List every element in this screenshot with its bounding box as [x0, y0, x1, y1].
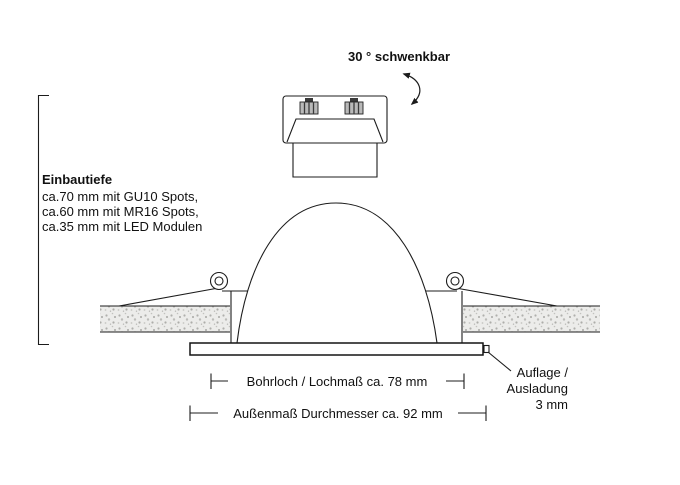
spring-clip-right	[445, 271, 465, 291]
ceiling-cross-section-left	[100, 305, 230, 333]
terminal-left-stripes	[303, 102, 315, 114]
lamp-terminal-left	[299, 98, 319, 115]
depth-note-line-2: ca.60 mm mit MR16 Spots,	[42, 204, 199, 219]
terminal-left-cap	[305, 98, 313, 103]
ledge-callout: Auflage / Ausladung 3 mm	[487, 351, 569, 412]
swivel-label: 30 ° schwenkbar	[348, 49, 450, 64]
spring-clip-left	[209, 271, 229, 291]
hole-dimension-label: Bohrloch / Lochmaß ca. 78 mm	[247, 374, 428, 389]
ledge-leader-line	[487, 351, 512, 372]
lamp-terminal-right	[344, 98, 364, 115]
ceiling-right-edges	[463, 305, 600, 333]
trim-ring	[189, 342, 484, 356]
spring-clip-left-inner	[214, 276, 224, 286]
spring-arm-right	[449, 286, 558, 307]
lamp-neck	[292, 143, 378, 178]
ceiling-cross-section-right	[463, 305, 600, 333]
lamp-reflector-outline	[286, 118, 384, 143]
depth-note: Einbautiefe ca.70 mm mit GU10 Spots, ca.…	[42, 172, 202, 234]
hole-dimension: Bohrloch / Lochmaß ca. 78 mm	[210, 372, 465, 389]
terminal-right-stripes	[348, 102, 360, 114]
ledge-callout-line-1: Auflage /	[517, 365, 569, 380]
swivel-arrow-icon	[402, 72, 421, 106]
ledge-callout-line-2: Ausladung	[507, 381, 568, 396]
outer-dimension-label: Außenmaß Durchmesser ca. 92 mm	[233, 406, 443, 421]
hole-dimension-label-bg	[228, 372, 446, 389]
ceiling-right-band	[463, 306, 600, 332]
mounting-can-walls	[230, 291, 463, 343]
depth-note-line-3: ca.35 mm mit LED Modulen	[42, 219, 202, 234]
outer-diameter-dimension: Außenmaß Durchmesser ca. 92 mm	[189, 404, 487, 421]
spring-arm-left	[118, 286, 225, 307]
outer-dimension-label-bg	[218, 404, 458, 421]
depth-bracket	[37, 94, 49, 346]
terminal-right-cap	[350, 98, 358, 103]
reflector-dome	[236, 202, 438, 344]
depth-note-line-1: ca.70 mm mit GU10 Spots,	[42, 189, 198, 204]
spring-clip-right-inner	[450, 276, 460, 286]
ceiling-left-band	[100, 306, 230, 332]
trim-ledge	[483, 344, 490, 354]
ledge-callout-line-3: 3 mm	[536, 397, 569, 412]
depth-note-heading: Einbautiefe	[42, 172, 112, 187]
